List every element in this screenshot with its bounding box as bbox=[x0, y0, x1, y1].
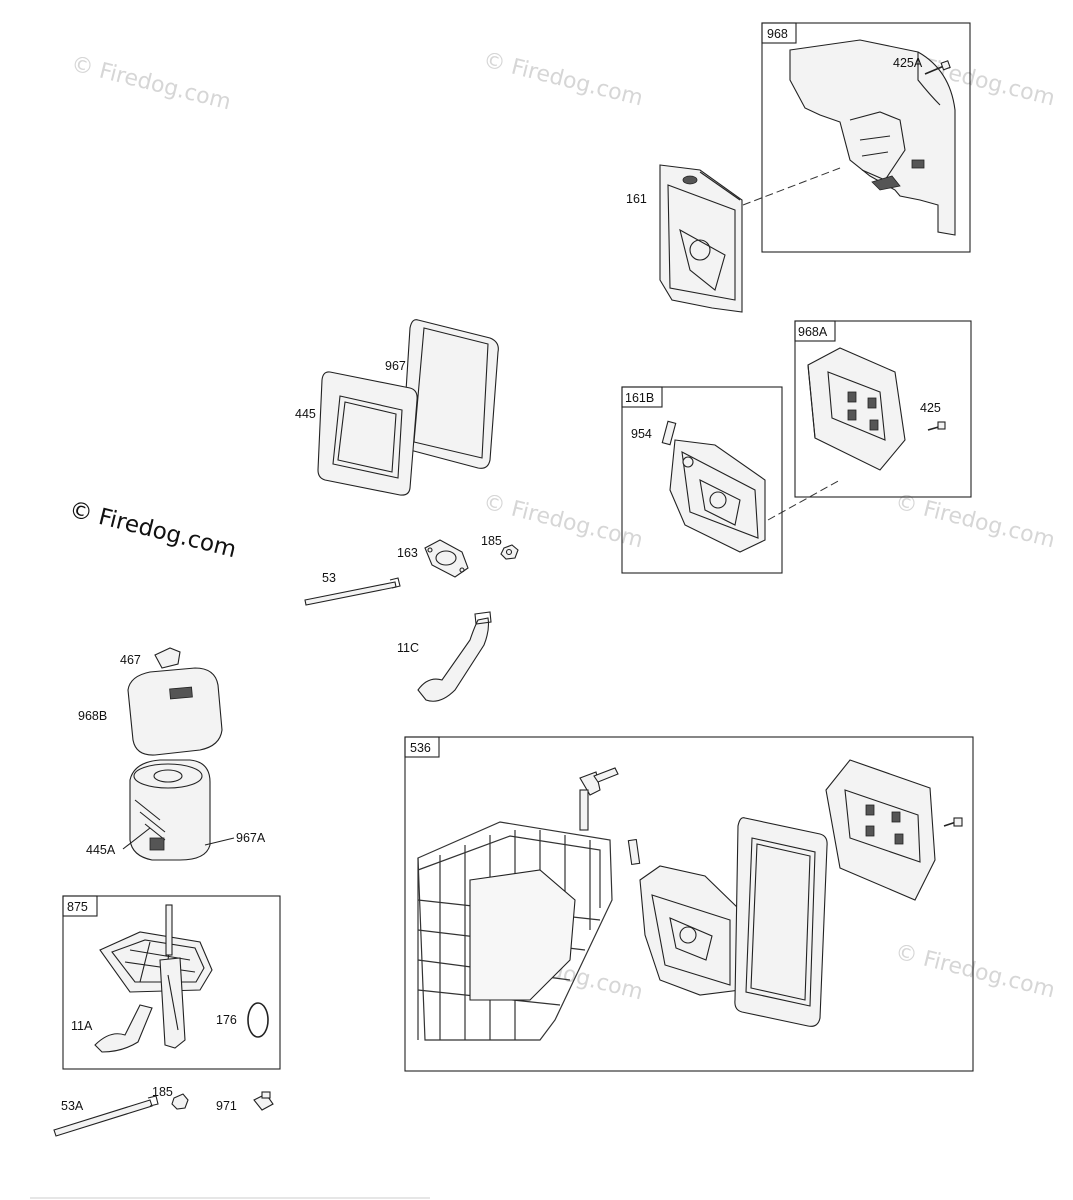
pin-954 bbox=[661, 420, 677, 446]
leader-445A bbox=[122, 827, 151, 850]
kit-pin-part bbox=[627, 838, 641, 866]
kit-filter-part bbox=[734, 817, 828, 1027]
tube-11A bbox=[94, 1004, 153, 1053]
leader-161B-968A bbox=[767, 479, 841, 521]
nut-185b bbox=[171, 1093, 189, 1110]
filter-445-part bbox=[317, 371, 418, 496]
oring-176 bbox=[247, 1002, 269, 1038]
box-968-label: 968 bbox=[767, 27, 788, 41]
filter-445A-967A-part bbox=[129, 759, 211, 861]
nut-185 bbox=[500, 544, 519, 560]
label-11C: 11C bbox=[397, 641, 419, 655]
box-968: 968 425A bbox=[761, 22, 971, 253]
label-971: 971 bbox=[216, 1099, 237, 1113]
label-445: 445 bbox=[295, 407, 316, 421]
rod-53A bbox=[53, 1095, 159, 1137]
blower-cover-part bbox=[789, 39, 956, 236]
label-967: 967 bbox=[385, 359, 406, 373]
box-968A-label: 968A bbox=[798, 325, 828, 339]
label-185: 185 bbox=[481, 534, 502, 548]
leader-161-968 bbox=[742, 167, 841, 206]
box-161B-label: 161B bbox=[625, 391, 654, 405]
screw-425 bbox=[927, 421, 946, 431]
label-53A: 53A bbox=[61, 1099, 84, 1113]
watermark-4: © Firedog.com bbox=[481, 490, 646, 554]
cover-968B-part bbox=[127, 667, 223, 756]
label-967A: 967A bbox=[236, 831, 266, 845]
kit-cover-part bbox=[825, 759, 936, 901]
base-875-part bbox=[99, 904, 213, 1049]
watermark-1: © Firedog.com bbox=[69, 52, 234, 116]
watermark-7: © Firedog.com bbox=[893, 940, 1058, 1004]
label-445A: 445A bbox=[86, 843, 116, 857]
box-875-label: 875 bbox=[67, 900, 88, 914]
label-954: 954 bbox=[631, 427, 652, 441]
rod-53 bbox=[304, 577, 401, 606]
label-467: 467 bbox=[120, 653, 141, 667]
kit-screw-part bbox=[943, 817, 963, 827]
tube-11C bbox=[417, 611, 492, 702]
wire-cage-part bbox=[417, 821, 613, 1041]
label-161: 161 bbox=[626, 192, 647, 206]
label-425A: 425A bbox=[893, 56, 923, 70]
handle-part bbox=[579, 767, 619, 831]
screw-425A bbox=[924, 60, 951, 75]
box-161B: 161B 954 bbox=[621, 386, 783, 574]
label-176: 176 bbox=[216, 1013, 237, 1027]
housing-161B-part bbox=[669, 439, 766, 553]
housing-161-part bbox=[659, 164, 743, 313]
kit-housing-part bbox=[639, 865, 741, 996]
watermark-5: © Firedog.com bbox=[893, 490, 1058, 554]
label-11A: 11A bbox=[71, 1019, 93, 1033]
label-53: 53 bbox=[322, 571, 336, 585]
fitting-971 bbox=[253, 1091, 274, 1111]
filter-967-part bbox=[402, 319, 499, 469]
watermark-2: © Firedog.com bbox=[481, 48, 646, 112]
cover-968A-part bbox=[807, 347, 906, 471]
watermark-main: © Firedog.com bbox=[67, 497, 239, 564]
box-536-label: 536 bbox=[410, 741, 431, 755]
box-875: 875 11A 176 bbox=[62, 895, 281, 1070]
gasket-163 bbox=[424, 539, 469, 578]
label-425: 425 bbox=[920, 401, 941, 415]
label-968B: 968B bbox=[78, 709, 107, 723]
label-163: 163 bbox=[397, 546, 418, 560]
box-536: 536 bbox=[404, 736, 974, 1072]
label-185b: 185 bbox=[152, 1085, 173, 1099]
box-968A: 968A 425 bbox=[794, 320, 972, 498]
knob-467 bbox=[154, 647, 181, 669]
leader-967A bbox=[204, 837, 235, 846]
